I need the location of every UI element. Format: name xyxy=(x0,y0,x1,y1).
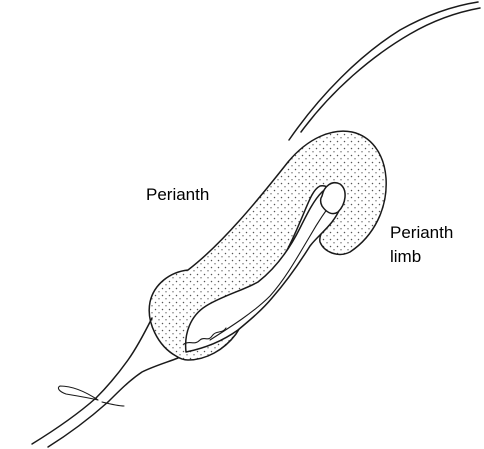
label-perianth: Perianth xyxy=(146,184,209,205)
base-right-line xyxy=(108,358,178,402)
stem-inner-line xyxy=(301,8,480,132)
pedicel-line-2 xyxy=(48,402,108,447)
bract-left xyxy=(58,386,98,400)
perianth-body xyxy=(149,131,386,360)
limb-tip xyxy=(321,183,346,214)
label-perianth-limb-line1: Perianth xyxy=(390,222,453,243)
stem-outer-line xyxy=(289,2,478,140)
label-perianth-limb-line2: limb xyxy=(390,246,421,267)
